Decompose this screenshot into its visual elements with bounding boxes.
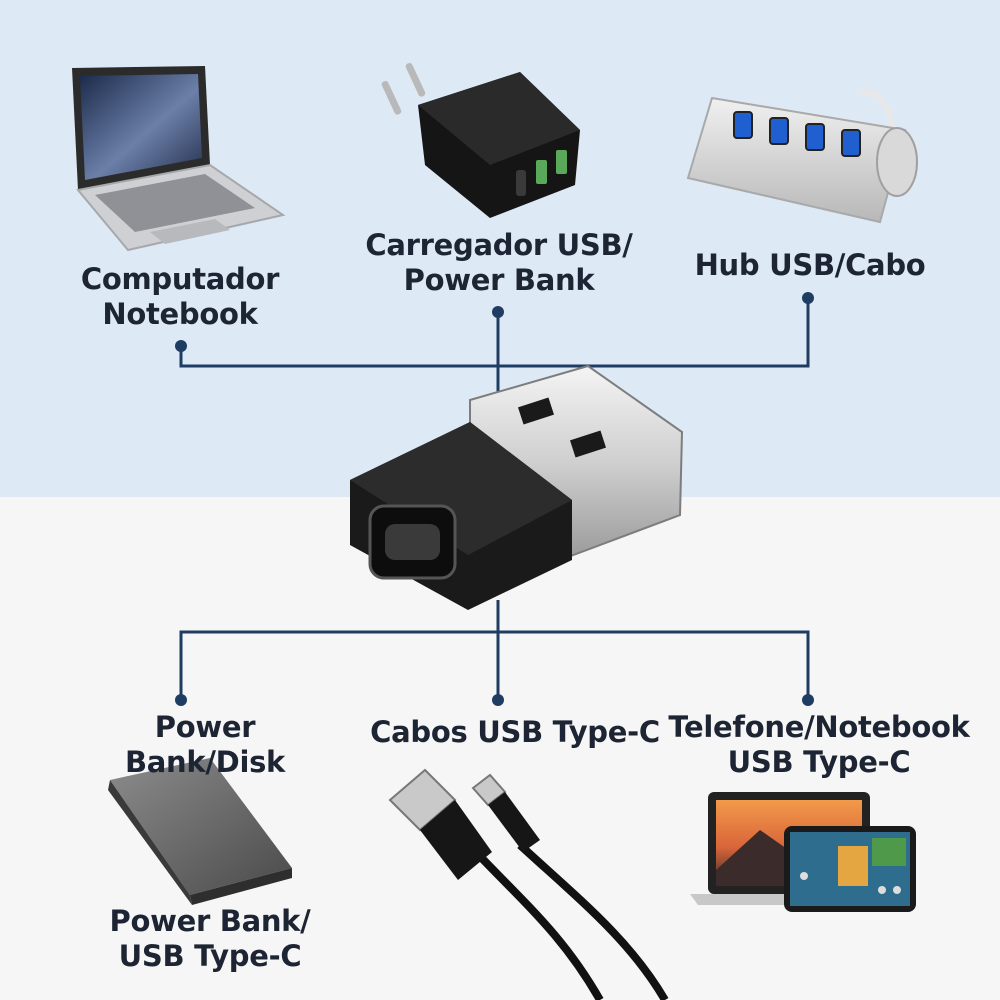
- label-computador-notebook: Computador Notebook: [80, 262, 280, 331]
- laptop-icon: [72, 66, 286, 252]
- wall-charger-icon: [381, 62, 580, 218]
- dot-power-bank: [175, 694, 187, 706]
- label-telefone-notebook: Telefone/Notebook USB Type-C: [668, 710, 970, 779]
- bottom-branch-connector: [179, 630, 810, 700]
- dot-cabos: [492, 694, 504, 706]
- usb-cable-icon: [388, 768, 669, 1000]
- connector-lines: [179, 298, 810, 700]
- caption-power-bank-usb-type-c: Power Bank/ USB Type-C: [109, 904, 311, 973]
- external-drive-icon: [108, 758, 292, 905]
- label-carregador-usb: Carregador USB/ Power Bank: [365, 228, 633, 297]
- top-left-connector: [179, 298, 810, 368]
- label-hub-usb: Hub USB/Cabo: [694, 248, 926, 282]
- label-cabos-usb-type-c: Cabos USB Type-C: [370, 715, 660, 749]
- dot-carregador: [492, 306, 504, 318]
- usb-a-to-usb-c-adapter-icon: [350, 364, 684, 610]
- dot-telefone: [802, 694, 814, 706]
- dot-computador: [175, 340, 187, 352]
- dot-hub: [802, 292, 814, 304]
- usb-hub-icon: [686, 89, 918, 224]
- connector-dots: [175, 292, 814, 706]
- label-power-bank-disk: Power Bank/Disk: [124, 710, 286, 779]
- laptop-tablet-icon: [690, 792, 916, 912]
